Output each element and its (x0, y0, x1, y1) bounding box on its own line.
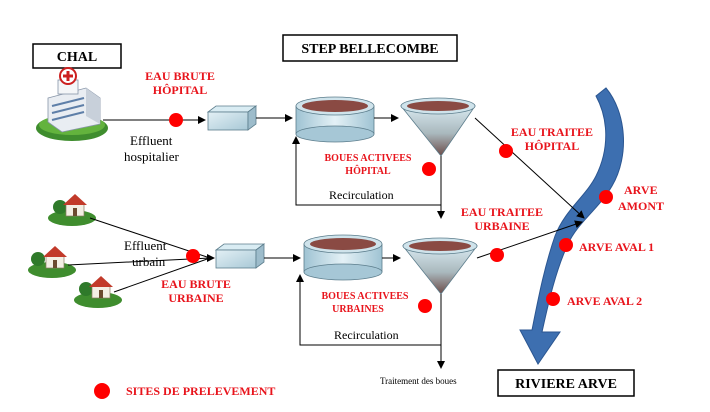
aeration-tank-urban (303, 234, 383, 281)
label-eau-traitee-urbaine-1: EAU TRAITEE (461, 205, 543, 219)
step-title-box: STEP BELLECOMBE (282, 34, 458, 62)
label-eau-brute-urbaine-2: URBAINE (168, 291, 223, 305)
sample-dot-eau-traitee-hopital (499, 144, 513, 158)
chal-box: CHAL (32, 43, 122, 69)
label-boues-hopital-2: HÔPITAL (345, 164, 391, 177)
label-eau-traitee-urbaine-2: URBAINE (474, 219, 529, 233)
sample-dot-arve-aval-1 (559, 238, 573, 252)
step-title: STEP BELLECOMBE (301, 42, 438, 57)
label-effluent-urbain-1: Effluent (124, 238, 167, 253)
label-traitement-boues: Traitement des boues (380, 376, 457, 386)
recirculation-hospital (292, 136, 441, 206)
sample-dot-arve-amont (599, 190, 613, 204)
sample-dot-boues-hopital (422, 162, 436, 176)
sample-dot-arve-aval-2 (546, 292, 560, 306)
pretreatment-box-urban (214, 243, 266, 269)
clarifier-urban (402, 237, 478, 295)
recirculation-urban (296, 274, 441, 346)
pretreatment-box-hospital (206, 105, 258, 131)
label-effluent-hospitalier-1: Effluent (130, 133, 173, 148)
chal-label: CHAL (57, 50, 97, 65)
label-effluent-hospitalier-2: hospitalier (124, 149, 180, 164)
label-boues-hopital-1: BOUES ACTIVEES (325, 153, 412, 164)
sample-dot-eau-brute-hopital (169, 113, 183, 127)
houses-icon (28, 194, 122, 308)
label-effluent-urbain-2: urbain (132, 254, 166, 269)
flow-house-3 (113, 257, 211, 293)
clarifier-hospital (400, 97, 476, 157)
label-recirculation-top: Recirculation (329, 188, 394, 202)
label-boues-urbaines-1: BOUES ACTIVEES (322, 291, 409, 302)
label-eau-brute-hopital-1: EAU BRUTE (145, 69, 215, 83)
label-eau-brute-urbaine-1: EAU BRUTE (161, 277, 231, 291)
riviere-arve-label: RIVIERE ARVE (515, 377, 617, 392)
hospital-icon (36, 67, 108, 141)
aeration-tank-hospital (295, 96, 375, 143)
legend-dot (94, 383, 110, 399)
label-eau-brute-hopital-2: HÔPITAL (153, 83, 207, 97)
sample-dot-eau-brute-urbaine (186, 249, 200, 263)
label-boues-urbaines-2: URBAINES (332, 304, 384, 315)
label-arve-amont-2: AMONT (618, 199, 664, 213)
flow-hospital-to-river (474, 117, 585, 219)
sample-dot-eau-traitee-urbaine (490, 248, 504, 262)
label-eau-traitee-hopital-1: EAU TRAITEE (511, 125, 593, 139)
label-arve-aval-1: ARVE AVAL 1 (579, 240, 654, 254)
label-recirculation-bottom: Recirculation (334, 328, 399, 342)
legend-label: SITES DE PRELEVEMENT (126, 384, 275, 398)
label-arve-aval-2: ARVE AVAL 2 (567, 294, 642, 308)
sample-dot-boues-urbaines (418, 299, 432, 313)
flow-house-2 (67, 257, 211, 266)
riviere-arve-box: RIVIERE ARVE (497, 369, 635, 397)
label-arve-amont-1: ARVE (624, 183, 658, 197)
label-eau-traitee-hopital-2: HÔPITAL (525, 139, 579, 153)
